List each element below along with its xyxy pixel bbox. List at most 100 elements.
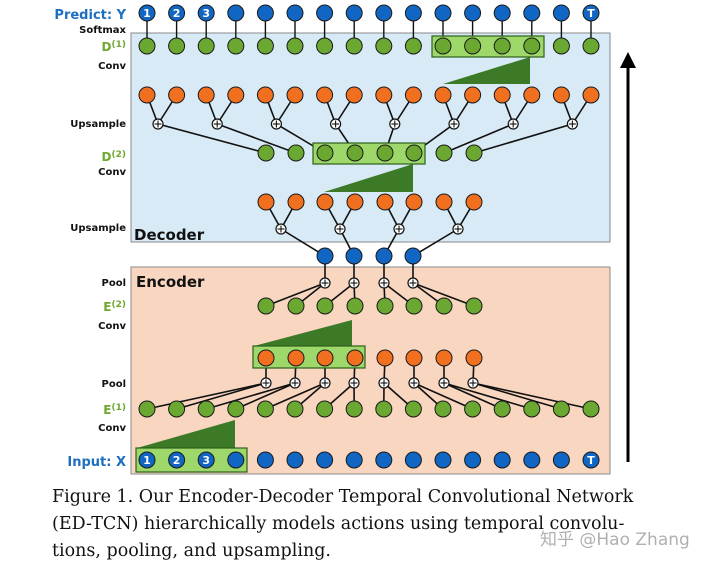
d1-node (404, 37, 422, 55)
output-node (227, 4, 245, 22)
upsampled2-node (435, 193, 453, 211)
d1-node (316, 37, 334, 55)
upsampled-node (434, 86, 452, 104)
output-node (197, 4, 215, 22)
input-node (582, 451, 600, 469)
d2-node (465, 144, 483, 162)
e2-node (316, 297, 334, 315)
d1-node (345, 37, 363, 55)
upsample1-link (157, 123, 267, 154)
d2-node (257, 144, 275, 162)
e1-node (404, 400, 422, 418)
d2-label: D(2) (102, 150, 126, 164)
encoder-label: Encoder (136, 273, 205, 291)
upsampled2-node (465, 193, 483, 211)
upsampled2-node (405, 193, 423, 211)
d2-node (346, 144, 364, 162)
e1-node (375, 400, 393, 418)
e1-pool-window-box (252, 345, 366, 369)
e1-node (316, 400, 334, 418)
conv-label-d1: Conv (98, 61, 126, 72)
input-node (197, 451, 215, 469)
caption-line-3: tions, pooling, and upsampling. (52, 541, 331, 561)
pool1-link (412, 282, 475, 307)
output-node-label: T (587, 7, 595, 20)
input-node (552, 451, 570, 469)
output-node (256, 4, 274, 22)
upsample2-link (412, 228, 459, 257)
e1-node (138, 400, 156, 418)
upsampled-node (138, 86, 156, 104)
upsampled2-node (287, 193, 305, 211)
upsampled-node (256, 86, 274, 104)
output-node (375, 4, 393, 22)
d1-receptive-triangle (443, 57, 530, 84)
e1-pooled-node (376, 349, 394, 367)
e1-node (552, 400, 570, 418)
e1-node (168, 400, 186, 418)
conv-label-e1: Conv (98, 423, 126, 434)
conv-label-e2: Conv (98, 321, 126, 332)
output-node-label: 2 (173, 7, 181, 20)
d1-node (464, 37, 482, 55)
d2-node (316, 144, 334, 162)
output-node-label: 3 (202, 7, 210, 20)
pool-label-1: Pool (102, 278, 127, 289)
upsampled2-node (316, 193, 334, 211)
input-node (493, 451, 511, 469)
caption-line-2: (ED-TCN) hierarchically models actions u… (52, 514, 625, 534)
d1-node (256, 37, 274, 55)
d1-window-box (431, 35, 545, 58)
pool2-link (146, 382, 267, 410)
decoder-panel (130, 32, 611, 243)
e2-node (257, 297, 275, 315)
pool1-link (265, 282, 326, 307)
d2-node (287, 144, 305, 162)
predict-label: Predict: Y (54, 8, 126, 23)
pool2-link (265, 382, 326, 410)
output-node (493, 4, 511, 22)
output-node (434, 4, 452, 22)
d2-node (376, 144, 394, 162)
d2-node (405, 144, 423, 162)
d1-node (375, 37, 393, 55)
d1-node (582, 37, 600, 55)
e1-node (493, 400, 511, 418)
upsampled-node (582, 86, 600, 104)
figure-caption: Figure 1. Our Encoder-Decoder Temporal C… (52, 484, 652, 565)
input-node (286, 451, 304, 469)
e1-node (227, 400, 245, 418)
bottleneck-node (375, 247, 393, 265)
input-node (138, 451, 156, 469)
highlight-marks (135, 35, 545, 473)
e1-node (523, 400, 541, 418)
e1-node (286, 400, 304, 418)
output-node (345, 4, 363, 22)
d1-node (523, 37, 541, 55)
e2-receptive-triangle (254, 320, 352, 346)
d1-label: D(1) (102, 40, 126, 54)
output-node (552, 4, 570, 22)
input-node (256, 451, 274, 469)
input-node (523, 451, 541, 469)
e2-node (405, 297, 423, 315)
bottleneck-node (345, 247, 363, 265)
d1-node (197, 37, 215, 55)
ed-tcn-diagram: Decoder Encoder Predict: Y Softmax D(1) … (54, 4, 636, 475)
softmax-label: Softmax (79, 25, 126, 36)
pool2-link (472, 382, 562, 410)
upsample1-link (216, 123, 297, 154)
output-node (464, 4, 482, 22)
upsample1-link (473, 123, 573, 154)
upsampled-node (493, 86, 511, 104)
e1-node (256, 400, 274, 418)
upsampled-node (523, 86, 541, 104)
d1-node (168, 37, 186, 55)
pool2-link (443, 382, 533, 410)
d1-node (227, 37, 245, 55)
output-node (138, 4, 156, 22)
upsampled2-node (257, 193, 275, 211)
pool2-link (413, 382, 473, 410)
e1-receptive-triangle (137, 420, 235, 448)
